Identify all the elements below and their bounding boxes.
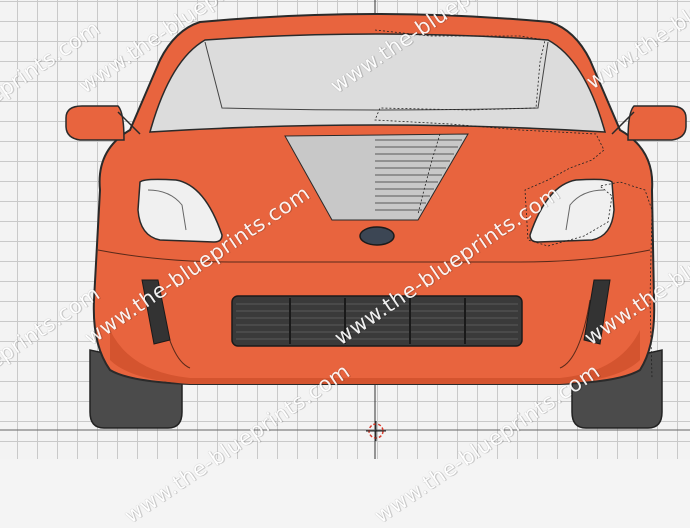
3d-cursor-icon[interactable] — [366, 421, 386, 441]
car-front-view — [0, 0, 690, 459]
left-side-vent — [141, 279, 171, 345]
vertex-edit-path[interactable] — [374, 29, 653, 379]
badge-emblem — [359, 226, 395, 246]
front-grille — [231, 295, 523, 347]
left-headlight — [137, 178, 223, 243]
right-mirror — [611, 105, 687, 141]
windshield — [148, 33, 607, 133]
right-side-vent — [583, 279, 611, 345]
hood-panel — [284, 133, 469, 221]
left-mirror — [65, 105, 141, 141]
right-headlight — [529, 178, 615, 243]
